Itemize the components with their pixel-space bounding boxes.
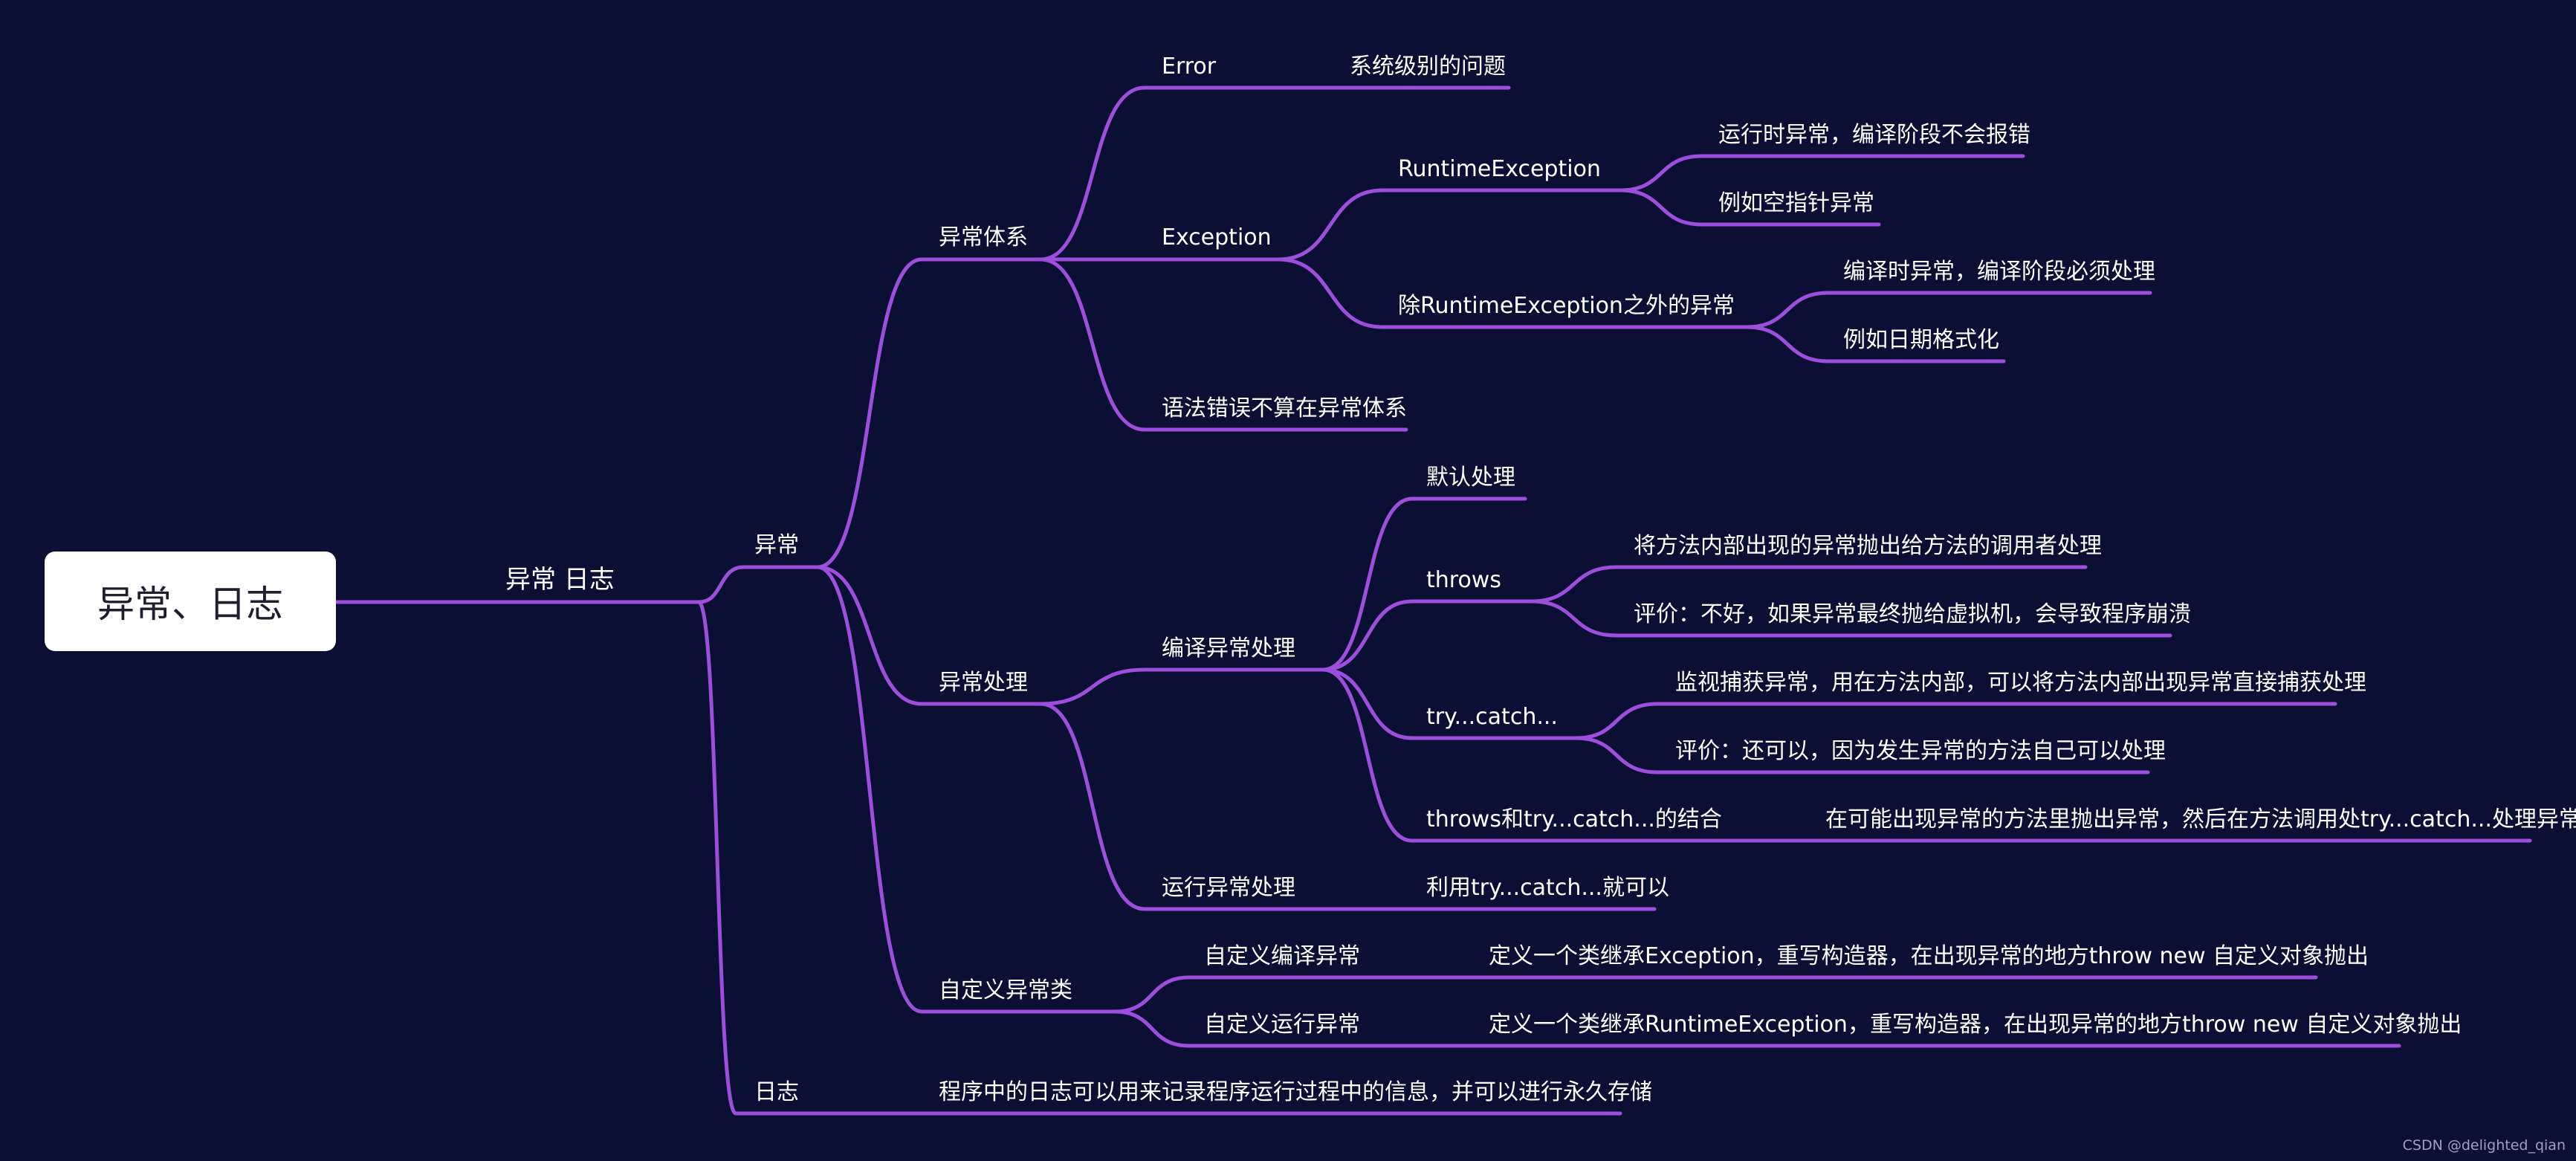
- connector-exc-nrte: [1276, 257, 1385, 329]
- node-compile-handling[interactable]: 编译异常处理: [1162, 636, 1295, 662]
- connector-yc-txi: [815, 257, 924, 569]
- node-error[interactable]: Error: [1162, 54, 1217, 80]
- connector-throws-th1: [1529, 565, 1619, 604]
- node-try-catch-eval[interactable]: 评价：还可以，因为发生异常的方法自己可以处理: [1675, 738, 2166, 764]
- node-runtime-handling[interactable]: 运行异常处理: [1162, 875, 1295, 901]
- node-throws-desc[interactable]: 将方法内部出现的异常抛出给方法的调用者处理: [1634, 533, 2102, 559]
- connector-byc-tc: [1321, 667, 1414, 740]
- node-exception-system[interactable]: 异常体系: [939, 224, 1028, 250]
- connector-tc-tc2: [1573, 736, 1660, 774]
- node-error-desc[interactable]: 系统级别的问题: [1350, 54, 1506, 80]
- node-try-catch-desc[interactable]: 监视捕获异常，用在方法内部，可以将方法内部出现异常直接捕获处理: [1675, 670, 2366, 696]
- node-custom-runtime-desc[interactable]: 定义一个类继承RuntimeException，重写构造器，在出现异常的地方th…: [1489, 1012, 2462, 1038]
- node-runtime-handling-desc[interactable]: 利用try...catch...就可以: [1426, 875, 1669, 901]
- node-custom-exception[interactable]: 自定义异常类: [939, 977, 1072, 1003]
- watermark: CSDN @delighted_qian: [2402, 1137, 2566, 1154]
- connector-cl-byc: [1038, 667, 1147, 706]
- node-throws[interactable]: throws: [1426, 567, 1501, 593]
- connector-rte-rte2: [1618, 188, 1704, 227]
- connector-byc-thtc: [1321, 667, 1414, 843]
- node-log[interactable]: 日志: [754, 1079, 799, 1105]
- connector-tc-tc1: [1573, 702, 1660, 740]
- node-non-runtime[interactable]: 除RuntimeException之外的异常: [1398, 293, 1735, 319]
- node-runtime-exception[interactable]: RuntimeException: [1398, 156, 1601, 182]
- node-syntax-error[interactable]: 语法错误不算在异常体系: [1162, 395, 1407, 421]
- node-custom-runtime[interactable]: 自定义运行异常: [1204, 1012, 1360, 1038]
- connector-byc-mrcl: [1321, 497, 1414, 672]
- connector-cl-yxcl: [1038, 702, 1147, 911]
- connector-n1-yc: [696, 565, 745, 604]
- connector-yc-zdy: [815, 565, 924, 1014]
- root-node[interactable]: 异常、日志: [45, 552, 336, 651]
- connector-rte-rte1: [1618, 154, 1704, 193]
- connector-txi-err: [1038, 85, 1147, 262]
- connector-n1-rz: [696, 600, 738, 1116]
- node-non-runtime-example[interactable]: 例如日期格式化: [1843, 327, 1999, 353]
- root-label: 异常、日志: [97, 583, 283, 626]
- node-custom-compile[interactable]: 自定义编译异常: [1204, 943, 1360, 969]
- node-non-runtime-desc[interactable]: 编译时异常，编译阶段必须处理: [1843, 259, 2155, 285]
- node-log-desc[interactable]: 程序中的日志可以用来记录程序运行过程中的信息，并可以进行永久存储: [939, 1079, 1652, 1105]
- connector-txi-yfcw: [1038, 257, 1147, 432]
- connector-zdy-zdyx: [1113, 1009, 1191, 1048]
- node-throws-eval[interactable]: 评价：不好，如果异常最终抛给虚拟机，会导致程序崩溃: [1634, 601, 2191, 627]
- connector-nrte-nrte2: [1744, 325, 1831, 363]
- connector-throws-th2: [1529, 599, 1619, 638]
- node-throws-try-catch[interactable]: throws和try...catch...的结合: [1426, 806, 1722, 832]
- node-default-handling[interactable]: 默认处理: [1426, 465, 1515, 491]
- node-custom-compile-desc[interactable]: 定义一个类继承Exception，重写构造器，在出现异常的地方throw new…: [1489, 943, 2369, 969]
- node-exception-handling[interactable]: 异常处理: [939, 670, 1028, 696]
- node-exception-class[interactable]: Exception: [1162, 224, 1272, 250]
- connector-nrte-nrte1: [1744, 291, 1831, 329]
- connector-exc-rte: [1276, 188, 1385, 262]
- node-exception-log[interactable]: 异常 日志: [505, 565, 615, 595]
- node-exception[interactable]: 异常: [754, 532, 799, 558]
- connector-yc-cl: [815, 565, 924, 706]
- node-runtime-example[interactable]: 例如空指针异常: [1718, 190, 1874, 216]
- node-throws-try-catch-desc[interactable]: 在可能出现异常的方法里抛出异常，然后在方法调用处try...catch...处理…: [1825, 806, 2576, 832]
- node-try-catch[interactable]: try...catch...: [1426, 704, 1558, 730]
- connector-byc-throws: [1321, 599, 1414, 672]
- node-runtime-desc[interactable]: 运行时异常，编译阶段不会报错: [1718, 122, 2030, 148]
- connector-zdy-zdbyc: [1113, 975, 1191, 1014]
